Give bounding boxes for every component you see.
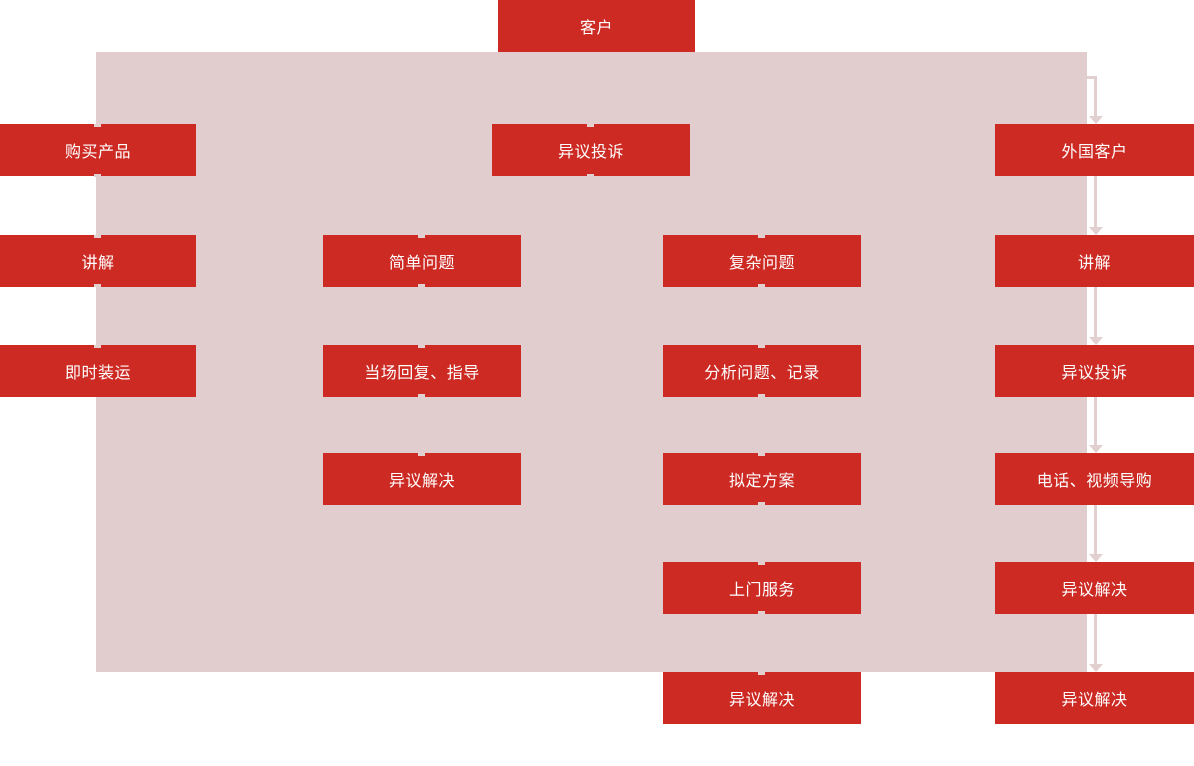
- node-analyze-record: 分析问题、记录: [663, 345, 861, 397]
- node-objection-complaint: 异议投诉: [492, 124, 690, 176]
- node-onsite-reply-guide: 当场回复、指导: [323, 345, 521, 397]
- connector-stub: [94, 235, 101, 238]
- connector-line: [1094, 76, 1097, 116]
- connector-stub: [94, 124, 101, 127]
- node-label: 讲解: [81, 255, 115, 272]
- node-label: 异议解决: [1061, 582, 1128, 599]
- connector-stub: [418, 235, 425, 238]
- connector-line: [1094, 394, 1097, 445]
- connector-stub: [418, 453, 425, 456]
- connector-line: [1094, 173, 1097, 227]
- node-door-to-door-service: 上门服务: [663, 562, 861, 614]
- node-complex-issue: 复杂问题: [663, 235, 861, 287]
- node-instant-shipping: 即时装运: [0, 345, 196, 397]
- node-label: 购买产品: [64, 144, 131, 161]
- arrow-down-icon: [1089, 227, 1103, 235]
- connector-stub: [418, 284, 425, 287]
- node-label: 当场回复、指导: [364, 365, 480, 382]
- node-label: 讲解: [1077, 255, 1111, 272]
- node-objection-complaint-foreign: 异议投诉: [995, 345, 1194, 397]
- connector-line: [1094, 611, 1097, 664]
- connector-stub: [758, 235, 765, 238]
- connector-stub: [94, 345, 101, 348]
- node-draft-plan: 拟定方案: [663, 453, 861, 505]
- node-label: 分析问题、记录: [704, 365, 820, 382]
- connector-stub: [758, 345, 765, 348]
- node-foreign-customer: 外国客户: [995, 124, 1194, 176]
- node-label: 客户: [579, 20, 613, 37]
- connector-stub: [758, 284, 765, 287]
- connector-stub: [758, 672, 765, 675]
- node-objection-resolved-foreign-2: 异议解决: [995, 672, 1194, 724]
- node-label: 即时装运: [64, 365, 131, 382]
- arrow-down-icon: [1089, 664, 1103, 672]
- node-objection-resolved-foreign-1: 异议解决: [995, 562, 1194, 614]
- connector-stub: [587, 174, 594, 177]
- node-label: 电话、视频导购: [1036, 473, 1153, 490]
- connector-stub: [758, 394, 765, 397]
- connector-stub: [758, 611, 765, 614]
- connector-line: [1094, 502, 1097, 554]
- arrow-down-icon: [1089, 554, 1103, 562]
- connector-stub: [587, 124, 594, 127]
- connector-stub: [758, 453, 765, 456]
- connector-stub: [94, 174, 101, 177]
- node-buy-product: 购买产品: [0, 124, 196, 176]
- arrow-down-icon: [1089, 445, 1103, 453]
- connector-stub: [758, 562, 765, 565]
- node-simple-issue: 简单问题: [323, 235, 521, 287]
- node-label: 异议投诉: [557, 144, 624, 161]
- node-objection-resolved-complex: 异议解决: [663, 672, 861, 724]
- node-label: 上门服务: [728, 582, 795, 599]
- node-phone-video-guide: 电话、视频导购: [995, 453, 1194, 505]
- node-explain-foreign: 讲解: [995, 235, 1194, 287]
- node-label: 复杂问题: [728, 255, 795, 272]
- connector-stub: [418, 345, 425, 348]
- arrow-down-icon: [1089, 116, 1103, 124]
- connector-line: [1094, 284, 1097, 337]
- connector-stub: [418, 394, 425, 397]
- connector-elbow-line: [1087, 76, 1097, 79]
- node-explain: 讲解: [0, 235, 196, 287]
- arrow-down-icon: [1089, 337, 1103, 345]
- node-label: 异议投诉: [1061, 365, 1128, 382]
- node-label: 异议解决: [728, 692, 795, 709]
- node-label: 拟定方案: [728, 473, 795, 490]
- node-label: 异议解决: [1061, 692, 1128, 709]
- node-label: 简单问题: [388, 255, 455, 272]
- connector-stub: [758, 502, 765, 505]
- node-customer: 客户: [498, 0, 695, 52]
- connector-stub: [94, 284, 101, 287]
- node-label: 异议解决: [388, 473, 455, 490]
- node-label: 外国客户: [1061, 144, 1128, 161]
- node-objection-resolved-simple: 异议解决: [323, 453, 521, 505]
